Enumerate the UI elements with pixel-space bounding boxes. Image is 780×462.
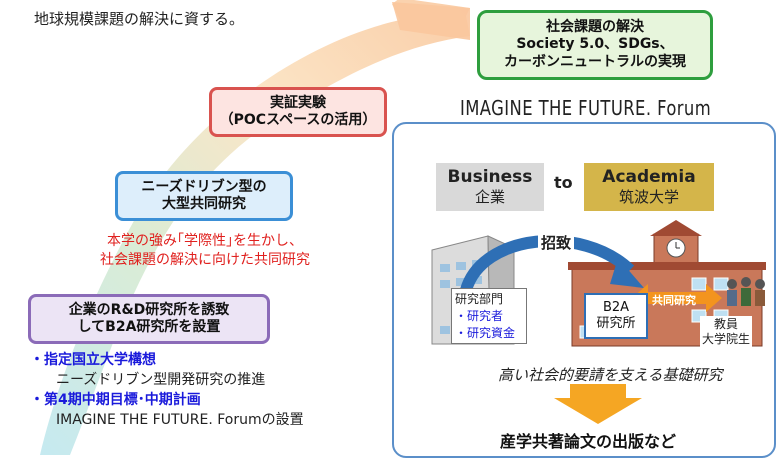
faculty-label: 教員 bbox=[714, 317, 739, 331]
researchers-people-icon bbox=[727, 277, 765, 306]
goal-box: 社会課題の解決 Society 5.0、SDGs、 カーボンニュートラルの実現 bbox=[477, 10, 713, 80]
poc-experiment-box: 実証実験 （POCスペースの活用） bbox=[209, 87, 387, 137]
academia-box: Academia 筑波大学 bbox=[584, 163, 714, 211]
joint-research-label: 共同研究 bbox=[652, 294, 696, 307]
grad-student-label: 大学院生 bbox=[702, 332, 751, 346]
bullet-list: ・指定国立大学構想 ニーズドリブン型開発研究の推進 ・第4期中期目標･中期計画 … bbox=[30, 350, 390, 430]
lab-funds-label: ・研究資金 bbox=[455, 326, 516, 340]
goal-line-2: Society 5.0、SDGs、 bbox=[516, 36, 674, 53]
b2a-line-1: B2A bbox=[602, 299, 630, 315]
academia-en: Academia bbox=[602, 167, 696, 187]
academia-jp: 筑波大学 bbox=[618, 188, 679, 207]
invite-label: 招致 bbox=[538, 232, 575, 253]
b2a-lab-box: B2A 研究所 bbox=[584, 293, 648, 339]
lab-dept-label: 研究部門 bbox=[455, 292, 504, 306]
output-label: 産学共著論文の出版など bbox=[500, 432, 677, 451]
bullet-sub-2: IMAGINE THE FUTURE. Forumの設置 bbox=[56, 412, 304, 428]
bullet-head-1: ・指定国立大学構想 bbox=[30, 352, 156, 368]
goal-line-3: カーボンニュートラルの実現 bbox=[504, 53, 686, 70]
business-en: Business bbox=[447, 167, 533, 187]
basic-research-label: 高い社会的要請を支える基礎研究 bbox=[498, 366, 723, 384]
strength-note-line-1: 本学の強み｢学際性｣を生かし、 bbox=[107, 233, 303, 249]
to-label: to bbox=[554, 173, 573, 192]
goal-line-1: 社会課題の解決 bbox=[546, 18, 644, 35]
output-down-arrow-icon bbox=[554, 384, 642, 424]
joint-research-line-1: ニーズドリブン型の bbox=[141, 178, 267, 195]
joint-research-arrow-icon bbox=[632, 284, 722, 312]
b2a-setup-line-2: してB2A研究所を設置 bbox=[77, 319, 221, 335]
poc-line-2: （POCスペースの活用） bbox=[219, 112, 377, 128]
b2a-setup-box: 企業のR&D研究所を誘致 してB2A研究所を設置 bbox=[28, 294, 270, 344]
joint-research-line-2: 大型共同研究 bbox=[162, 196, 246, 212]
lab-researchers-label: ・研究者 bbox=[455, 309, 504, 323]
business-jp: 企業 bbox=[474, 188, 505, 207]
joint-research-box: ニーズドリブン型の 大型共同研究 bbox=[115, 171, 293, 221]
forum-title: IMAGINE THE FUTURE. Forum bbox=[460, 96, 712, 120]
faculty-students-label: 教員 大学院生 bbox=[700, 316, 753, 348]
bullet-sub-1: ニーズドリブン型開発研究の推進 bbox=[56, 372, 266, 388]
business-box: Business 企業 bbox=[436, 163, 544, 211]
strength-note: 本学の強み｢学際性｣を生かし、 社会課題の解決に向けた共同研究 bbox=[70, 232, 340, 270]
invite-arrow-icon bbox=[460, 234, 644, 293]
bullet-head-2: ・第4期中期目標･中期計画 bbox=[30, 392, 201, 408]
company-lab-box: 研究部門 ・研究者 ・研究資金 bbox=[451, 288, 527, 344]
poc-line-1: 実証実験 bbox=[270, 94, 326, 111]
intro-text: 地球規模課題の解決に資する。 bbox=[34, 10, 245, 28]
b2a-setup-line-1: 企業のR&D研究所を誘致 bbox=[68, 301, 230, 318]
b2a-line-2: 研究所 bbox=[596, 316, 636, 331]
strength-note-line-2: 社会課題の解決に向けた共同研究 bbox=[100, 251, 310, 268]
